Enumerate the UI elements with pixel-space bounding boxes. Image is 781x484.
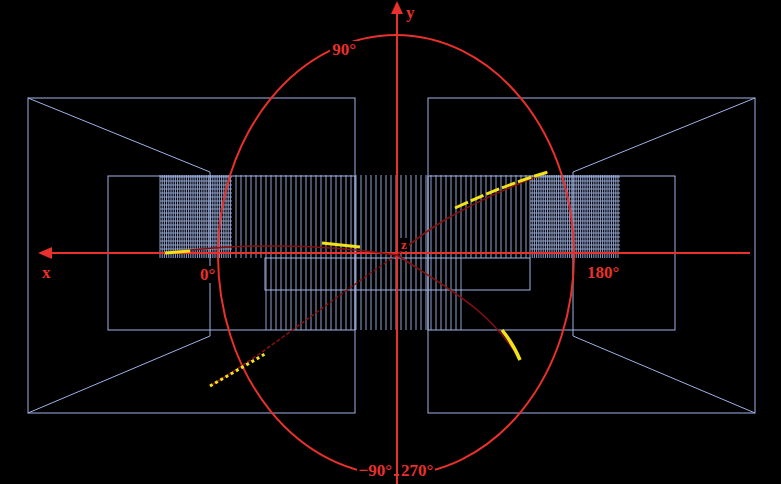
layer-line: [521, 175, 522, 258]
layer-line: [526, 175, 527, 258]
layer-line: [160, 181, 232, 182]
tracks: [165, 172, 548, 386]
layer-line: [530, 221, 620, 222]
layer-line: [160, 233, 232, 234]
layer-line: [530, 245, 620, 246]
layer-line: [160, 241, 232, 242]
layer-line: [466, 175, 467, 258]
layer-line: [236, 175, 237, 258]
layer-line: [241, 175, 242, 258]
layer-line: [530, 201, 620, 202]
axis-arrowheads: [38, 1, 403, 259]
layer-line: [491, 175, 492, 258]
layer-line: [160, 177, 232, 178]
layer-line: [496, 175, 497, 258]
layer-line: [530, 177, 620, 178]
layer-line: [530, 249, 620, 250]
layer-line: [530, 225, 620, 226]
layer-line: [530, 237, 620, 238]
layer-line: [516, 175, 517, 258]
layer-line: [530, 205, 620, 206]
angle-label: 270°: [399, 462, 435, 479]
layer-line: [530, 193, 620, 194]
layer-line: [160, 221, 232, 222]
layer-line: [160, 185, 232, 186]
layer-line: [160, 197, 232, 198]
layer-line: [160, 205, 232, 206]
angle-label: 90°: [330, 41, 358, 58]
layer-line: [530, 217, 620, 218]
layer-line: [501, 175, 502, 258]
layer-line: [530, 189, 620, 190]
layer-line: [530, 185, 620, 186]
layer-line: [160, 201, 232, 202]
layer-line: [530, 181, 620, 182]
detector-wireframe: [28, 98, 755, 413]
layer-line: [530, 241, 620, 242]
layer-line: [160, 225, 232, 226]
layer-line: [246, 175, 247, 258]
layer-line: [160, 189, 232, 190]
layer-line: [486, 175, 487, 258]
angle-label: −90°: [357, 462, 395, 479]
axes: [48, 10, 750, 484]
layer-line: [160, 229, 232, 230]
layer-line: [160, 245, 232, 246]
layer-line: [481, 175, 482, 258]
layer-line: [476, 175, 477, 258]
layer-line: [530, 209, 620, 210]
layer-line: [530, 213, 620, 214]
layer-line: [160, 193, 232, 194]
axis-label: y: [404, 4, 417, 21]
angle-label: 0°: [198, 266, 217, 283]
axis-label: x: [40, 264, 53, 281]
layer-line: [160, 237, 232, 238]
layer-line: [530, 233, 620, 234]
layer-line: [530, 197, 620, 198]
layer-line: [471, 175, 472, 258]
angle-label: 180°: [585, 264, 621, 281]
layer-line: [530, 229, 620, 230]
axis-label: z: [399, 238, 409, 251]
